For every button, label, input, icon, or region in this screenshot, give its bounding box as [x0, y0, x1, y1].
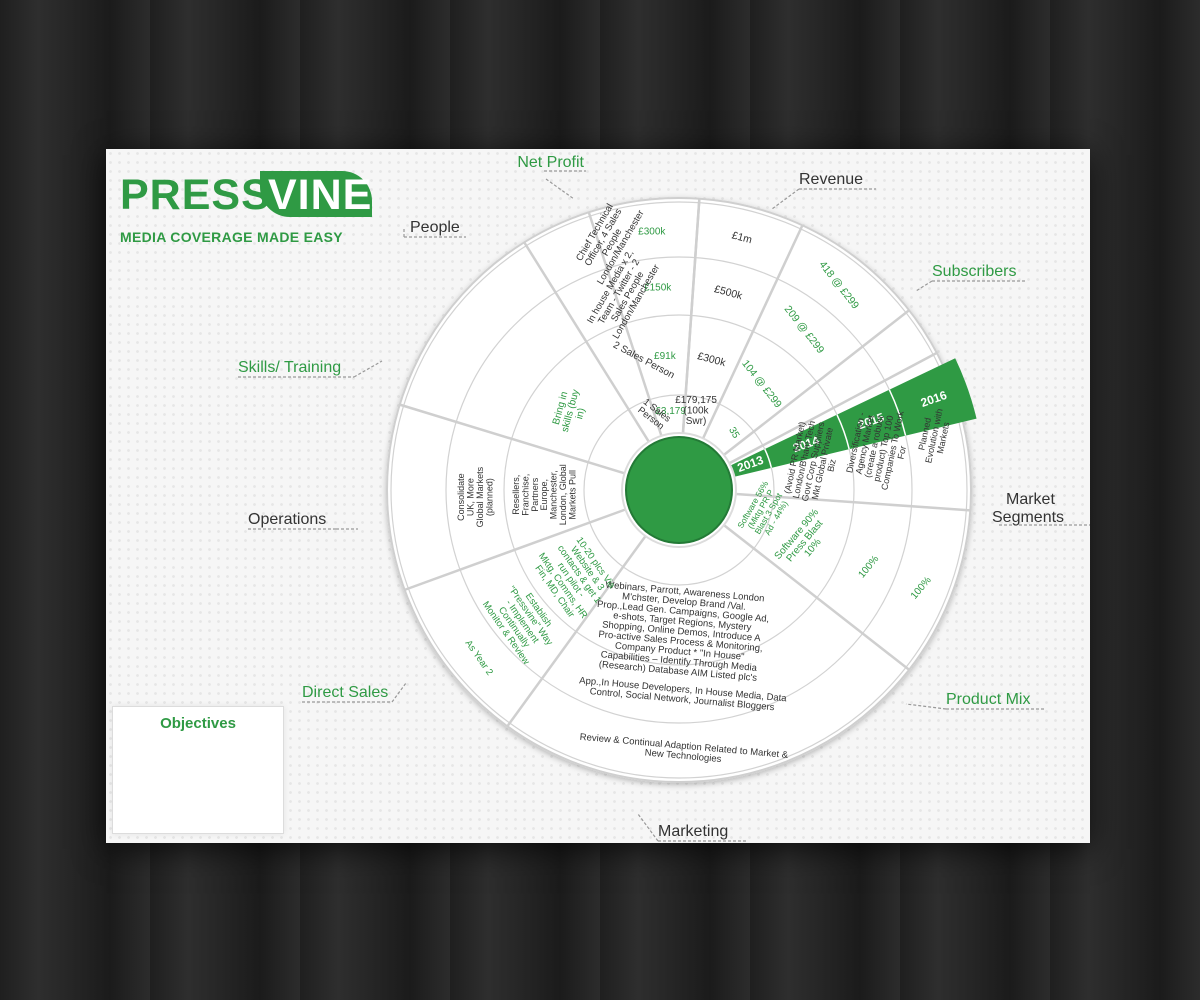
- revenue-cell-3-line: £1m: [730, 229, 753, 246]
- year-highlight-ring-1: [836, 414, 850, 450]
- operations-cell-2: ConsolidateUK, MoreGlobal Markets(planne…: [456, 466, 494, 527]
- net-profit-cell-2-line: £150k: [644, 283, 672, 294]
- wheel-divider-4: [735, 492, 971, 512]
- net-profit-cell-0: £3,179: [655, 406, 686, 417]
- operations-cell-1-line: Resellers,: [511, 475, 521, 515]
- market-segments-cell-2-line: For: [896, 445, 909, 460]
- revenue-cell-0-line: £179,175: [675, 395, 717, 406]
- callout-leader-subscribers: [915, 280, 933, 292]
- category-label-net-profit: Net Profit: [517, 154, 584, 171]
- wheel-divider-1: [701, 224, 804, 439]
- category-label-subscribers: Subscribers: [932, 263, 1016, 280]
- logo-tagline: MEDIA COVERAGE MADE EASY: [120, 229, 343, 245]
- revenue-cell-3: £1m: [730, 229, 753, 246]
- category-label-direct-sales: Direct Sales: [302, 684, 388, 701]
- category-label-segments: Segments: [992, 509, 1064, 526]
- net-profit-cell-3-line: £300k: [638, 226, 666, 237]
- net-profit-cell-2: £150k: [644, 283, 672, 294]
- wheel-divider-8: [399, 403, 625, 475]
- category-label-operations: Operations: [248, 511, 326, 528]
- callout-leader-revenue: [771, 188, 800, 210]
- wheel-divider-3: [728, 351, 938, 465]
- category-label-market: Market: [1006, 491, 1055, 508]
- market-segments-cell-1-line: Biz: [825, 458, 837, 473]
- wheel-ring-1: [583, 394, 775, 586]
- callout-leader-direct_sales: [391, 682, 407, 703]
- strategy-wheel: 2013201420152016£3,179£91k£150k£300k£179…: [238, 154, 1090, 842]
- wheel-divider-2: [723, 309, 910, 456]
- operations-cell-2-line: Global Markets: [475, 466, 485, 527]
- objectives-box[interactable]: Objectives: [112, 706, 284, 834]
- objectives-title: Objectives: [160, 715, 236, 732]
- wheel-divider-7: [404, 508, 626, 592]
- revenue-cell-0-line: Swr): [686, 416, 707, 427]
- logo-vine-badge: [260, 171, 372, 217]
- category-label-product-mix: Product Mix: [946, 691, 1030, 708]
- net-profit-cell-3: £300k: [638, 226, 666, 237]
- category-label-skills-training: Skills/ Training: [238, 359, 341, 376]
- callout-leader-skills_training: [353, 360, 383, 378]
- operations-cell-1: Resellers,Franchise,PartnersEurope,Manch…: [511, 464, 578, 525]
- category-label-people: People: [410, 219, 460, 236]
- wheel-divider-9: [523, 241, 650, 443]
- operations-cell-1-line: Markets Pull: [568, 470, 578, 520]
- logo-vine-text: VINE: [268, 171, 373, 219]
- operations-cell-1-line: London, Global: [558, 464, 568, 525]
- operations-cell-2-line: Consolidate: [456, 473, 466, 521]
- category-label-marketing: Marketing: [658, 823, 728, 840]
- market-segments-cell-1: (Avoid PR Market)London/B'ham TechGovt C…: [781, 416, 845, 506]
- operations-cell-1-line: Franchise,: [520, 474, 530, 516]
- year-highlight-ring-0: [764, 448, 773, 468]
- year-highlight-ring-2: [888, 389, 907, 436]
- net-profit-cell-1: £91k: [654, 351, 677, 362]
- wheel-divider-11: [681, 198, 701, 434]
- subscribers-cell-0: 35: [726, 425, 741, 441]
- wheel-divider-5: [723, 524, 910, 671]
- operations-cell-1-line: Partners: [530, 477, 540, 512]
- skills-training-cell-1-line: in): [574, 407, 588, 421]
- category-label-revenue: Revenue: [799, 171, 863, 188]
- wheel-ring-4: [390, 201, 968, 779]
- poster: PRESS VINE MEDIA COVERAGE MADE EASY 2013…: [106, 149, 1090, 843]
- wheel-ring-2: [503, 314, 855, 666]
- logo-press-text: PRESS: [120, 171, 271, 219]
- operations-cell-1-line: Europe,: [539, 479, 549, 511]
- wheel-divider-6: [506, 535, 647, 727]
- revenue-cell-0-line: (100k: [684, 405, 710, 416]
- callout-leader-net_profit: [545, 178, 575, 200]
- subscribers-cell-0-line: 35: [726, 425, 741, 441]
- net-profit-cell-1-line: £91k: [654, 351, 677, 362]
- year-highlight-wedge: [730, 358, 977, 477]
- callout-leader-product_mix: [905, 703, 947, 710]
- net-profit-cell-0-line: £3,179: [655, 406, 686, 417]
- operations-cell-2-line: UK, More: [466, 478, 476, 516]
- wheel-divider-10: [587, 211, 663, 437]
- operations-cell-2-line: (planned): [484, 478, 494, 516]
- operations-cell-1-line: Manchester,: [549, 470, 559, 519]
- wheel-ring-3: [445, 256, 913, 724]
- callout-leader-marketing: [637, 813, 659, 842]
- center-hub: [625, 436, 733, 544]
